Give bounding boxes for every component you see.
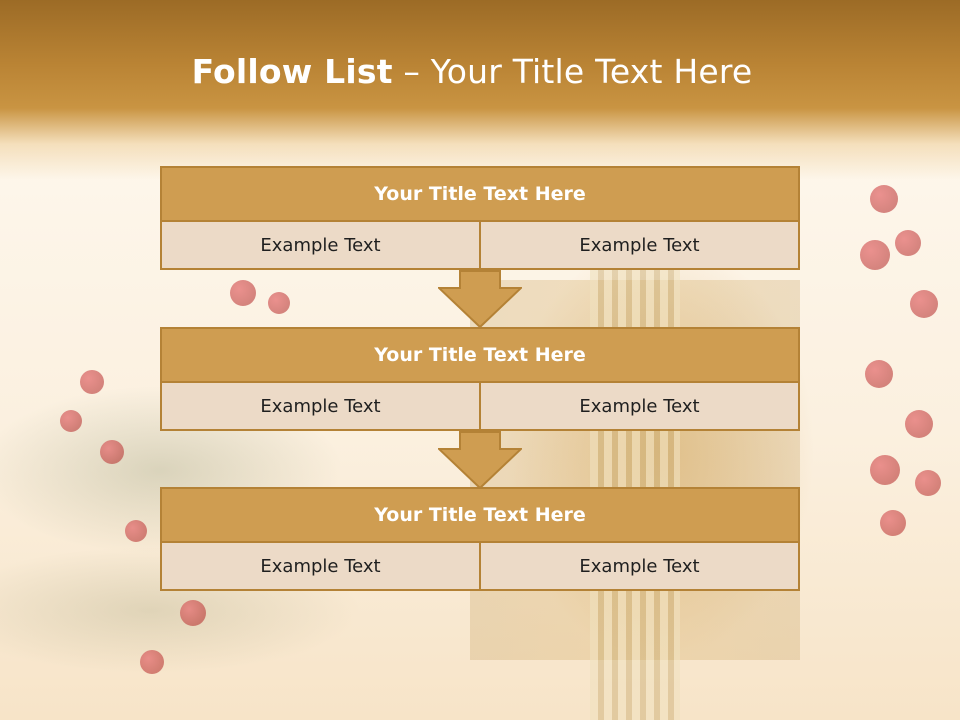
berry-decoration — [268, 292, 290, 314]
slide-title: Follow List – Your Title Text Here — [0, 52, 944, 91]
block-row: Example Text Example Text — [160, 383, 800, 431]
block-cell-right[interactable]: Example Text — [481, 543, 800, 591]
block-cell-right[interactable]: Example Text — [481, 383, 800, 431]
berry-decoration — [915, 470, 941, 496]
block-cell-left[interactable]: Example Text — [160, 383, 481, 431]
berry-decoration — [880, 510, 906, 536]
berry-decoration — [895, 230, 921, 256]
block-title[interactable]: Your Title Text Here — [160, 327, 800, 383]
berry-decoration — [230, 280, 256, 306]
berry-decoration — [100, 440, 124, 464]
list-block-2: Your Title Text Here Example Text Exampl… — [160, 327, 800, 431]
berry-decoration — [60, 410, 82, 432]
header-band — [0, 0, 960, 180]
block-cell-left[interactable]: Example Text — [160, 222, 481, 270]
berry-decoration — [865, 360, 893, 388]
block-cell-right[interactable]: Example Text — [481, 222, 800, 270]
down-arrow-icon — [438, 431, 522, 489]
list-block-3: Your Title Text Here Example Text Exampl… — [160, 487, 800, 591]
berry-decoration — [870, 185, 898, 213]
down-arrow-icon — [438, 270, 522, 328]
berry-decoration — [905, 410, 933, 438]
list-block-1: Your Title Text Here Example Text Exampl… — [160, 166, 800, 270]
block-row: Example Text Example Text — [160, 222, 800, 270]
block-title[interactable]: Your Title Text Here — [160, 487, 800, 543]
block-cell-left[interactable]: Example Text — [160, 543, 481, 591]
berry-decoration — [125, 520, 147, 542]
block-row: Example Text Example Text — [160, 543, 800, 591]
berry-decoration — [910, 290, 938, 318]
block-title[interactable]: Your Title Text Here — [160, 166, 800, 222]
berry-decoration — [80, 370, 104, 394]
berry-decoration — [860, 240, 890, 270]
slide-title-rest: – Your Title Text Here — [392, 52, 753, 91]
berry-decoration — [140, 650, 164, 674]
slide-title-bold: Follow List — [191, 52, 393, 91]
berry-decoration — [180, 600, 206, 626]
berry-decoration — [870, 455, 900, 485]
